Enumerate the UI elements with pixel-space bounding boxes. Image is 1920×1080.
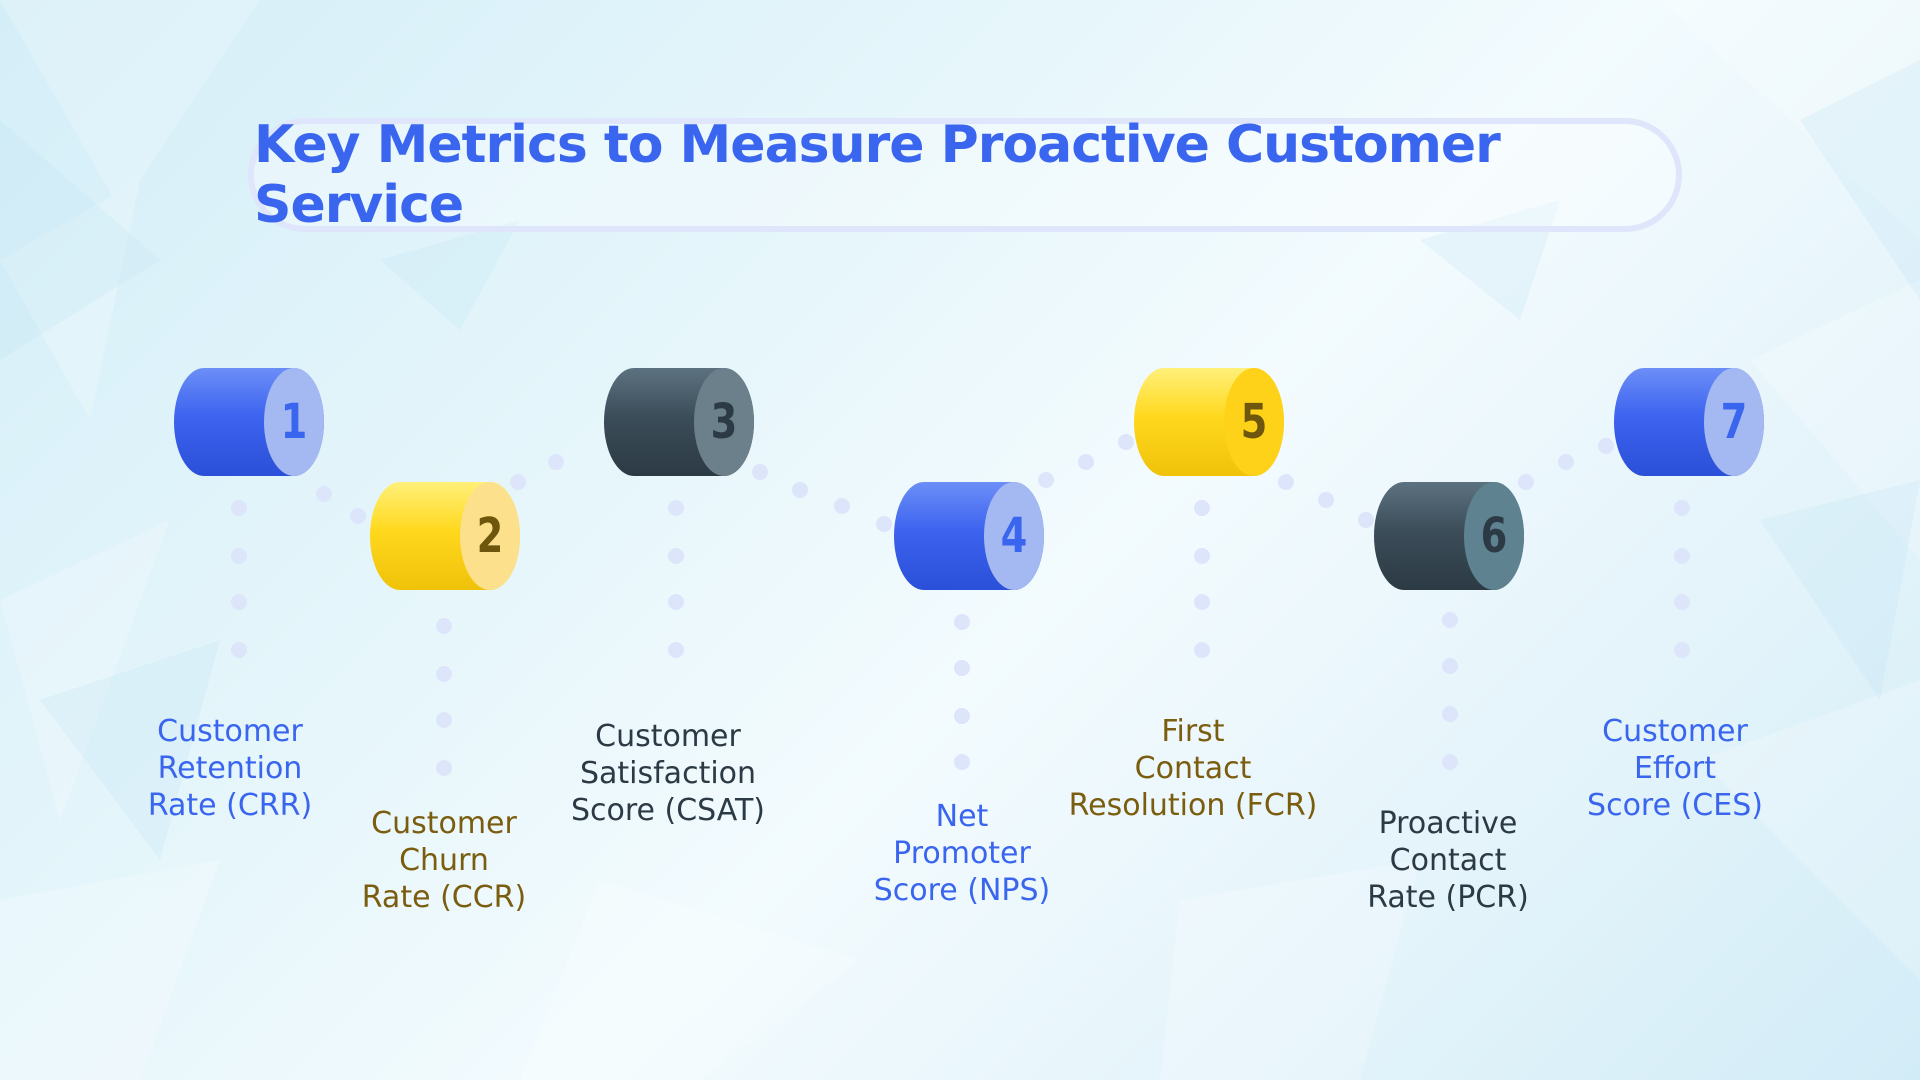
connector-dot — [954, 660, 970, 676]
connector-dot — [954, 754, 970, 770]
connector-dot — [1194, 594, 1210, 610]
label-nps: Net Promoter Score (NPS) — [822, 798, 1102, 909]
label-line: Effort — [1633, 751, 1717, 786]
label-line: Customer — [157, 714, 303, 749]
label-csat: Customer Satisfaction Score (CSAT) — [528, 718, 808, 829]
label-ccr: Customer Churn Rate (CCR) — [304, 805, 584, 916]
cylinder-blue — [174, 368, 324, 476]
step-number: 2 — [476, 508, 504, 564]
connector-dot — [231, 642, 247, 658]
label-ces: Customer Effort Score (CES) — [1535, 713, 1815, 824]
connector-dot — [1358, 512, 1374, 528]
connector-dot — [1278, 474, 1294, 490]
label-line: Promoter — [893, 836, 1031, 871]
connector-dot — [436, 618, 452, 634]
cylinder-yellow — [370, 482, 520, 590]
page-title: Key Metrics to Measure Proactive Custome… — [254, 115, 1501, 235]
step-2: 2 — [370, 482, 520, 590]
label-fcr: First Contact Resolution (FCR) — [1053, 713, 1333, 824]
connector-dot — [954, 614, 970, 630]
cylinder-dark — [604, 368, 754, 476]
label-line: Score (CES) — [1587, 788, 1763, 823]
connector-dot — [1442, 612, 1458, 628]
label-line: Customer — [371, 806, 517, 841]
step-6: 6 — [1374, 482, 1524, 590]
step-number: 6 — [1480, 508, 1508, 564]
connector-dot — [668, 548, 684, 564]
connector-dot — [1518, 474, 1534, 490]
connector-dot — [548, 454, 564, 470]
label-line: Contact — [1134, 751, 1252, 786]
connector-dot — [1038, 472, 1054, 488]
label-line: First — [1161, 714, 1225, 749]
connector-dot — [668, 500, 684, 516]
cylinder-blue — [1614, 368, 1764, 476]
connector-dot — [436, 760, 452, 776]
connector-dot — [1442, 754, 1458, 770]
connector-dot — [1318, 492, 1334, 508]
connector-dot — [668, 594, 684, 610]
step-number: 7 — [1720, 394, 1748, 450]
cylinder-blue — [894, 482, 1044, 590]
connector-dot — [752, 464, 768, 480]
label-line: Customer — [1602, 714, 1748, 749]
label-line: Rate (PCR) — [1367, 880, 1529, 915]
connector-dot — [1442, 658, 1458, 674]
cylinder-yellow — [1134, 368, 1284, 476]
connector-dot — [1598, 438, 1614, 454]
step-number: 1 — [280, 394, 308, 450]
step-7: 7 — [1614, 368, 1764, 476]
label-crr: Customer Retention Rate (CRR) — [90, 713, 370, 824]
label-line: Contact — [1389, 843, 1507, 878]
step-1: 1 — [174, 368, 324, 476]
connector-dot — [1674, 642, 1690, 658]
connector-dot — [1674, 500, 1690, 516]
label-line: Rate (CRR) — [147, 788, 313, 823]
connector-dot — [436, 712, 452, 728]
step-number: 3 — [710, 394, 738, 450]
connector-dot — [231, 500, 247, 516]
connector-dot — [1674, 548, 1690, 564]
step-number: 4 — [1000, 508, 1028, 564]
title-banner: Key Metrics to Measure Proactive Custome… — [248, 115, 1682, 235]
connector-dot — [1118, 434, 1134, 450]
label-line: Retention — [157, 751, 303, 786]
connector-dot — [231, 548, 247, 564]
connector-dot — [510, 474, 526, 490]
connector-dot — [1558, 454, 1574, 470]
connector-dot — [876, 516, 892, 532]
label-line: Customer — [595, 719, 741, 754]
cylinder-dark — [1374, 482, 1524, 590]
connector-dot — [668, 642, 684, 658]
connector-dot — [954, 708, 970, 724]
step-4: 4 — [894, 482, 1044, 590]
connector-dot — [231, 594, 247, 610]
connector-dot — [1194, 642, 1210, 658]
connector-dot — [1442, 706, 1458, 722]
step-number: 5 — [1240, 394, 1268, 450]
step-3: 3 — [604, 368, 754, 476]
label-pcr: Proactive Contact Rate (PCR) — [1308, 805, 1588, 916]
label-line: Rate (CCR) — [361, 880, 527, 915]
label-line: Net — [935, 799, 989, 834]
label-line: Score (NPS) — [873, 873, 1051, 908]
label-line: Satisfaction — [579, 756, 757, 791]
connector-dot — [1194, 500, 1210, 516]
connector-dot — [792, 482, 808, 498]
connector-dot — [834, 498, 850, 514]
connector-dot — [350, 508, 366, 524]
label-line: Resolution (FCR) — [1068, 788, 1318, 823]
step-5: 5 — [1134, 368, 1284, 476]
connector-dot — [436, 666, 452, 682]
label-line: Score (CSAT) — [570, 793, 766, 828]
connector-dot — [1078, 454, 1094, 470]
label-line: Proactive — [1378, 806, 1518, 841]
connector-dot — [316, 486, 332, 502]
connector-dot — [1674, 594, 1690, 610]
connector-dot — [1194, 548, 1210, 564]
label-line: Churn — [399, 843, 489, 878]
